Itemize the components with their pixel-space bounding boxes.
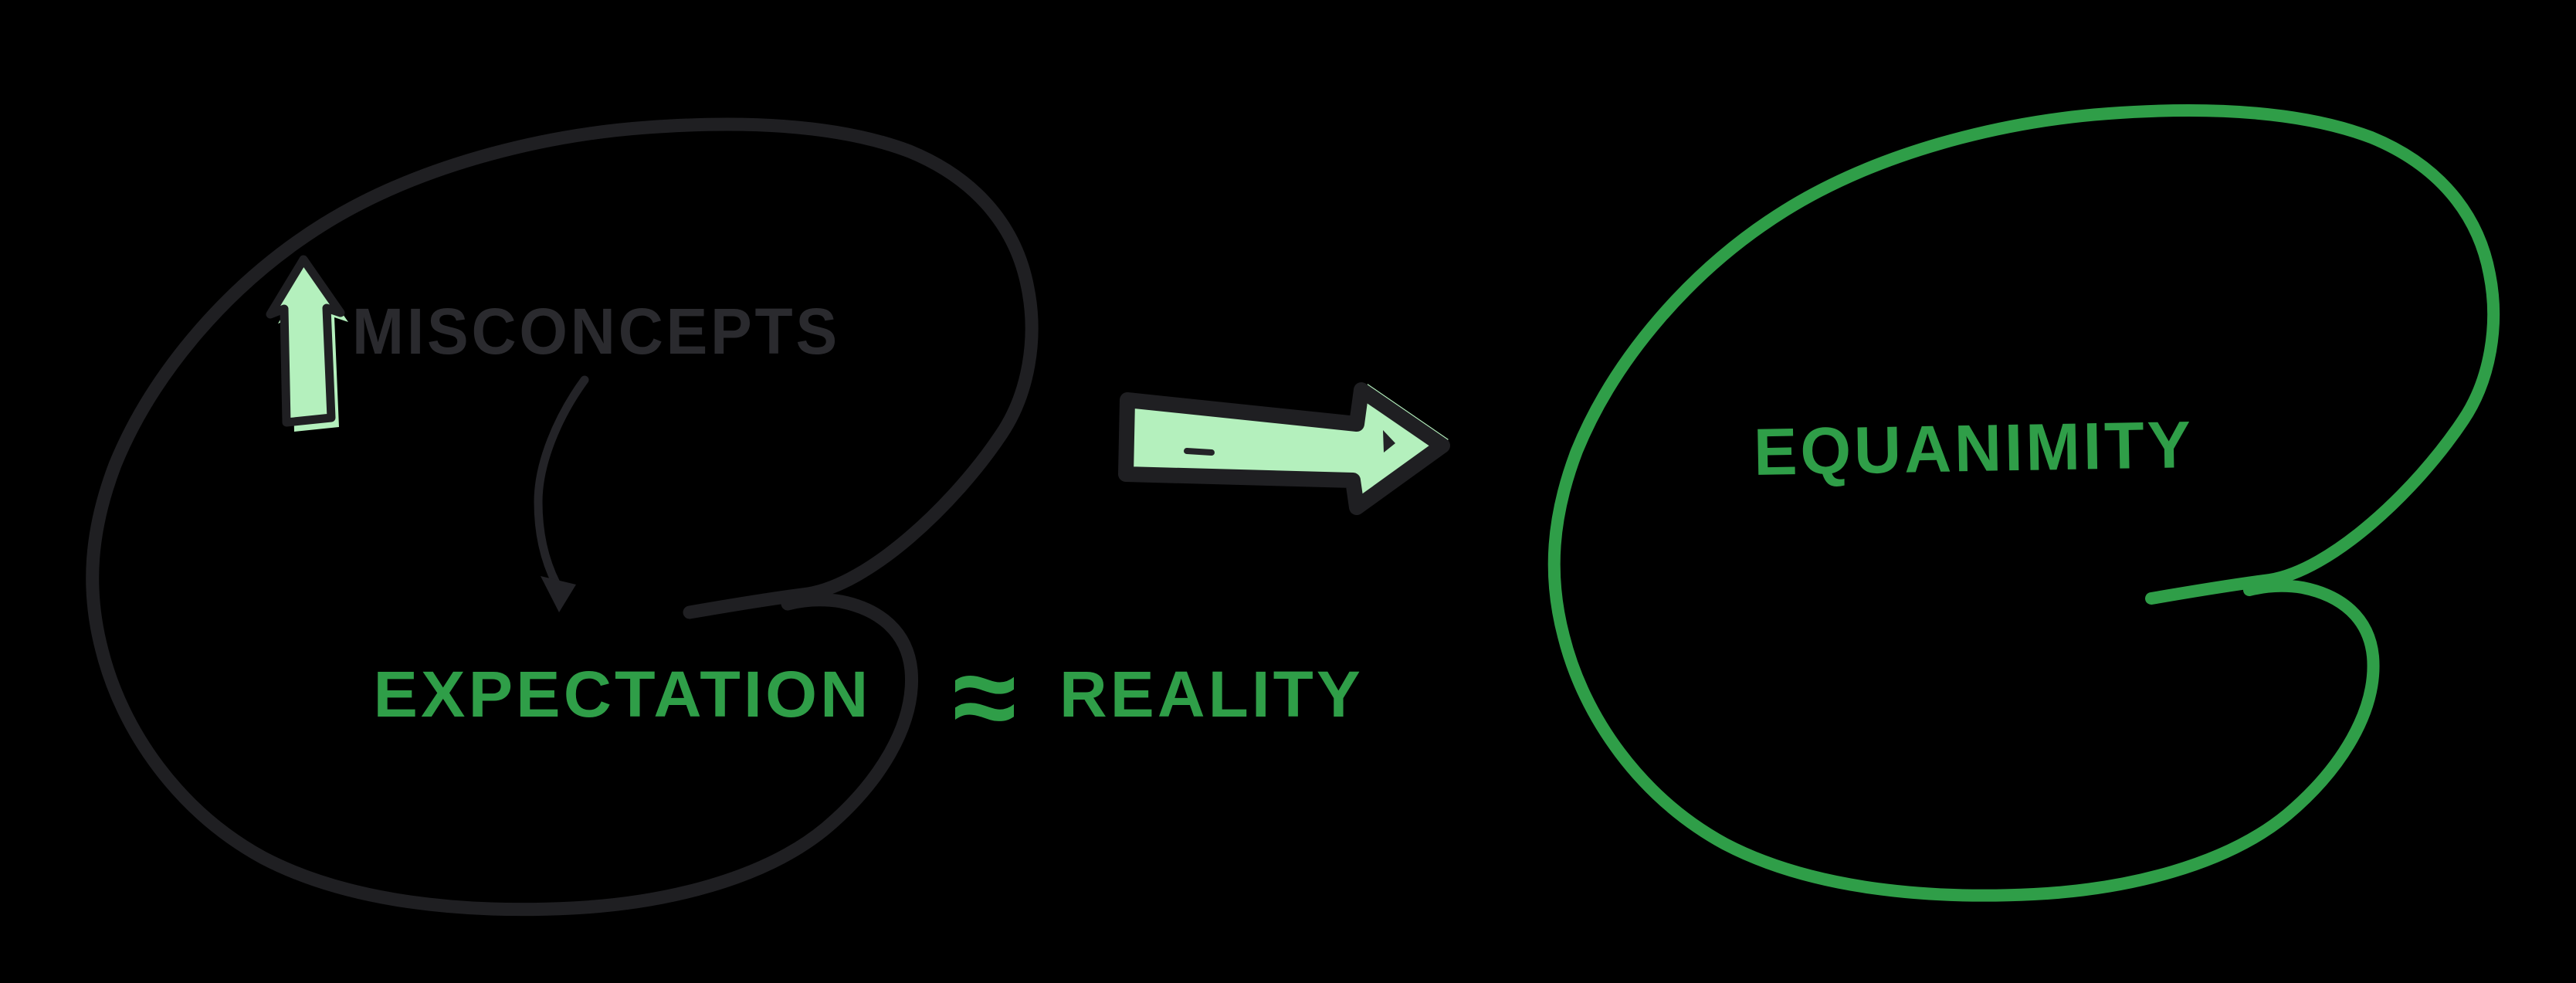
misconcepts-label: MISCONCEPTS: [352, 295, 840, 368]
up-arrow-icon: [270, 259, 348, 432]
equanimity-blob: [1554, 110, 2493, 896]
reality-label: REALITY: [1059, 658, 1364, 730]
expectation-label: EXPECTATION: [374, 658, 872, 730]
misconceptions-blob: [93, 124, 1032, 910]
curved-down-arrow-icon: [534, 375, 589, 612]
approx-symbol: ≈: [953, 632, 1019, 761]
right-arrow-icon: [1126, 384, 1449, 507]
equanimity-label: EQUANIMITY: [1753, 408, 2195, 490]
